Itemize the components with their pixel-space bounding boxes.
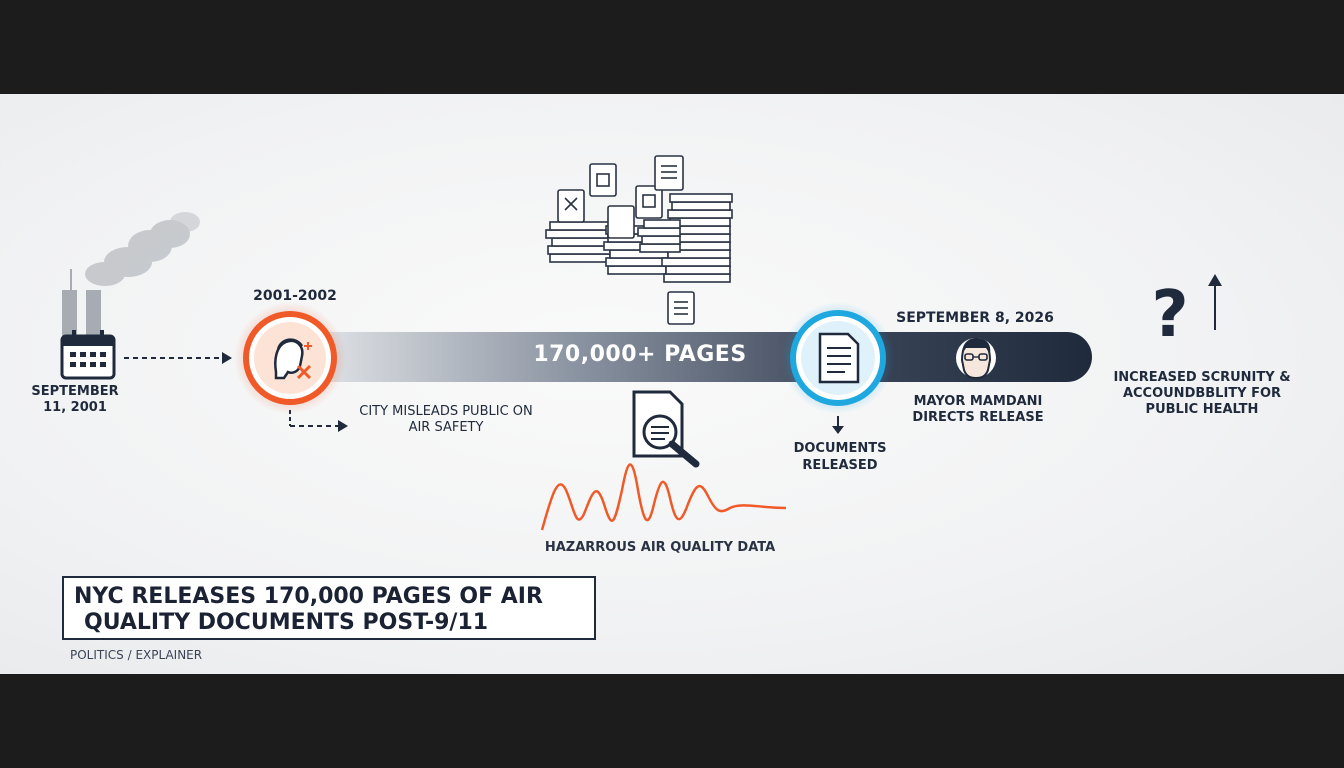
document-icon [782,302,894,414]
outcome-label: INCREASED SCRUNITY & ACCOUNDBBLITY FOR P… [1113,370,1291,417]
up-arrow-icon [1208,274,1222,330]
calendar-icon [60,330,116,380]
timeline-graphics: ? [60,155,1222,531]
release-date-label: SEPTEMBER 8, 2026 [896,310,1054,326]
mislead-label: CITY MISLEADS PUBLIC ON AIR SAFETY [359,404,533,435]
start-date-label: SEPTEMBER 11, 2001 [31,384,119,415]
documents-released-label: DOCUMENTS RELEASED [793,441,887,473]
avatar-icon [956,338,996,380]
era-label: 2001-2002 [253,288,337,304]
mayor-label: MAYOR MAMDANI DIRECTS RELEASE [912,394,1044,425]
headline: NYC RELEASES 170,000 PAGES OF AIR QUALIT… [74,584,594,636]
question-mark-icon: ? [1151,278,1188,352]
magnifier-document-icon [632,390,700,468]
person-error-icon [234,302,346,414]
infographic-panel: ? SEPTEMBER 11, 2001 2001-2002 CITY MISL… [0,94,1344,674]
headline-box: NYC RELEASES 170,000 PAGES OF AIR QUALIT… [62,576,596,640]
air-quality-wave [540,463,787,531]
connector-arrow [124,352,232,364]
headline-line-1: NYC RELEASES 170,000 PAGES OF AIR [74,584,543,609]
smoke-cloud [85,212,200,286]
headline-line-2: QUALITY DOCUMENTS POST-9/11 [84,610,489,635]
hazard-data-label: HAZARROUS AIR QUALITY DATA [544,540,776,555]
document-stack-icon [545,155,733,325]
down-arrow-icon [832,416,844,434]
timeline-bar [300,332,1092,382]
category-tag: POLITICS / EXPLAINER [70,648,203,662]
pages-count-label: 170,000+ PAGES [533,342,747,367]
